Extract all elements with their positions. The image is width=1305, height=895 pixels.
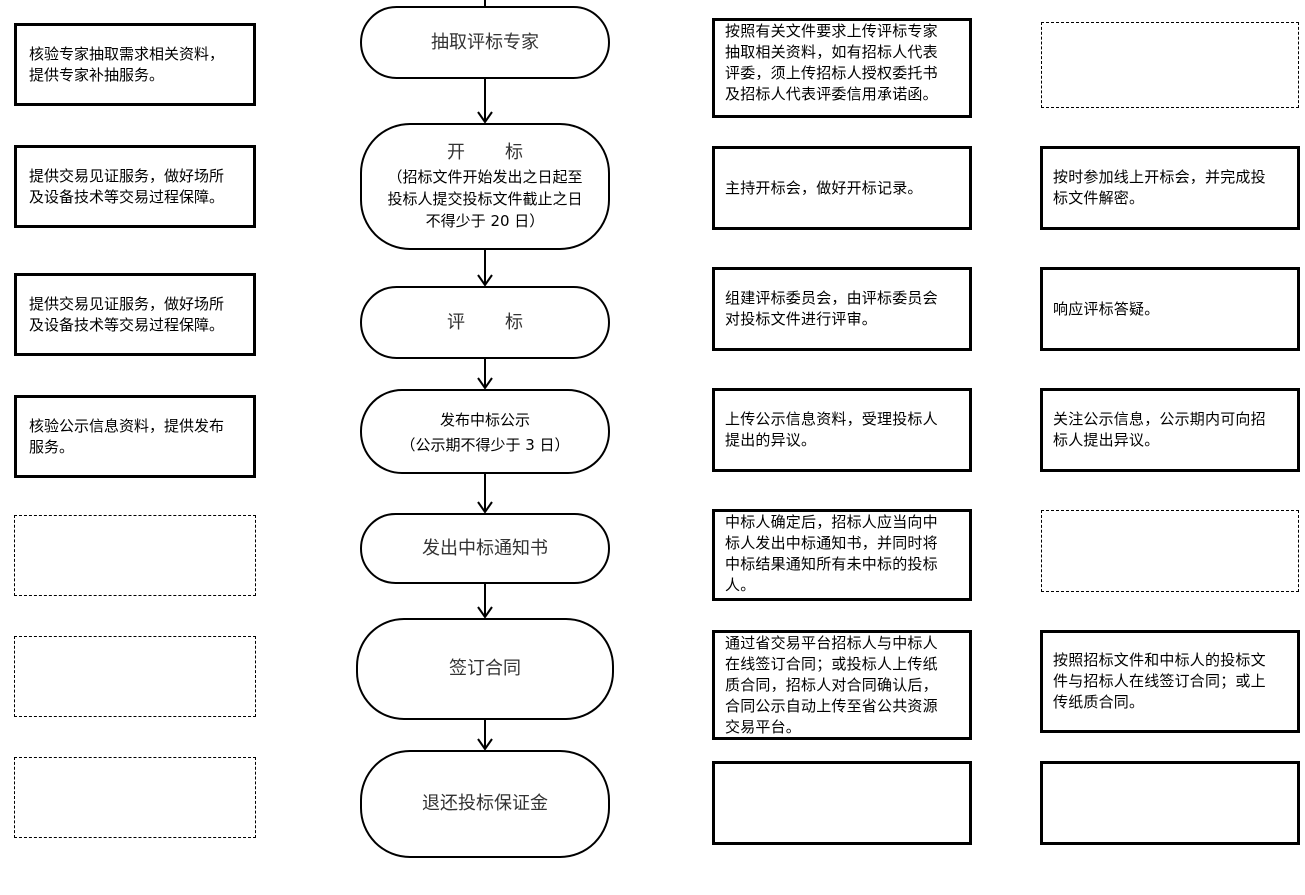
step-title: 签订合同: [449, 658, 521, 679]
arrow-head: [477, 606, 493, 619]
tenderer-box: [712, 761, 972, 845]
step-title: 发出中标通知书: [422, 537, 548, 559]
step-note: （招标文件开始发出之日起至 投标人提交投标文件截止之日 不得少于 20 日）: [387, 167, 583, 230]
service-box: 核验专家抽取需求相关资料， 提供专家补抽服务。: [14, 23, 256, 106]
step-award-notice: 发出中标通知书: [360, 513, 610, 584]
tenderer-box: 按照有关文件要求上传评标专家 抽取相关资料，如有招标人代表 评委，须上传招标人授…: [712, 18, 972, 118]
empty-service-box: [14, 515, 256, 596]
step-sign-contract: 签订合同: [356, 618, 614, 720]
step-publish-award: 发布中标公示 （公示期不得少于 3 日）: [360, 389, 610, 474]
arrow-head: [477, 111, 493, 124]
step-bid-evaluation: 评 标: [360, 286, 610, 359]
empty-bidder-box: [1041, 510, 1299, 592]
arrow-head: [477, 274, 493, 287]
tenderer-box: 通过省交易平台招标人与中标人 在线签订合同；或投标人上传纸 质合同，招标人对合同…: [712, 630, 972, 740]
step-refund-deposit: 退还投标保证金: [360, 750, 610, 858]
arrow-head: [477, 738, 493, 751]
empty-bidder-box: [1041, 22, 1299, 108]
step-title: 退还投标保证金: [422, 793, 548, 814]
bidder-box: 按照招标文件和中标人的投标文 件与招标人在线签订合同；或上 传纸质合同。: [1040, 630, 1300, 733]
step-bid-opening: 开 标 （招标文件开始发出之日起至 投标人提交投标文件截止之日 不得少于 20 …: [360, 123, 610, 250]
empty-service-box: [14, 636, 256, 717]
bidder-box: [1040, 761, 1300, 845]
arrow-head: [477, 377, 493, 390]
empty-service-box: [14, 757, 256, 838]
service-box: 提供交易见证服务，做好场所 及设备技术等交易过程保障。: [14, 273, 256, 356]
service-box: 核验公示信息资料，提供发布 服务。: [14, 395, 256, 478]
service-box: 提供交易见证服务，做好场所 及设备技术等交易过程保障。: [14, 145, 256, 228]
step-title: 发布中标公示: [439, 410, 530, 429]
bidder-box: 响应评标答疑。: [1040, 267, 1300, 351]
step-expert-selection: 抽取评标专家: [360, 6, 610, 79]
step-title: 抽取评标专家: [431, 31, 539, 53]
step-title: 开 标: [446, 141, 524, 163]
step-note: （公示期不得少于 3 日）: [400, 435, 570, 454]
step-title: 评 标: [446, 311, 524, 333]
tenderer-box: 上传公示信息资料，受理投标人 提出的异议。: [712, 388, 972, 472]
tenderer-box: 主持开标会，做好开标记录。: [712, 146, 972, 230]
bidder-box: 按时参加线上开标会，并完成投 标文件解密。: [1040, 146, 1300, 230]
bidder-box: 关注公示信息，公示期内可向招 标人提出异议。: [1040, 388, 1300, 472]
arrow-head: [477, 501, 493, 514]
tenderer-box: 组建评标委员会，由评标委员会 对投标文件进行评审。: [712, 267, 972, 351]
tenderer-box: 中标人确定后，招标人应当向中 标人发出中标通知书，并同时将 中标结果通知所有未中…: [712, 509, 972, 601]
